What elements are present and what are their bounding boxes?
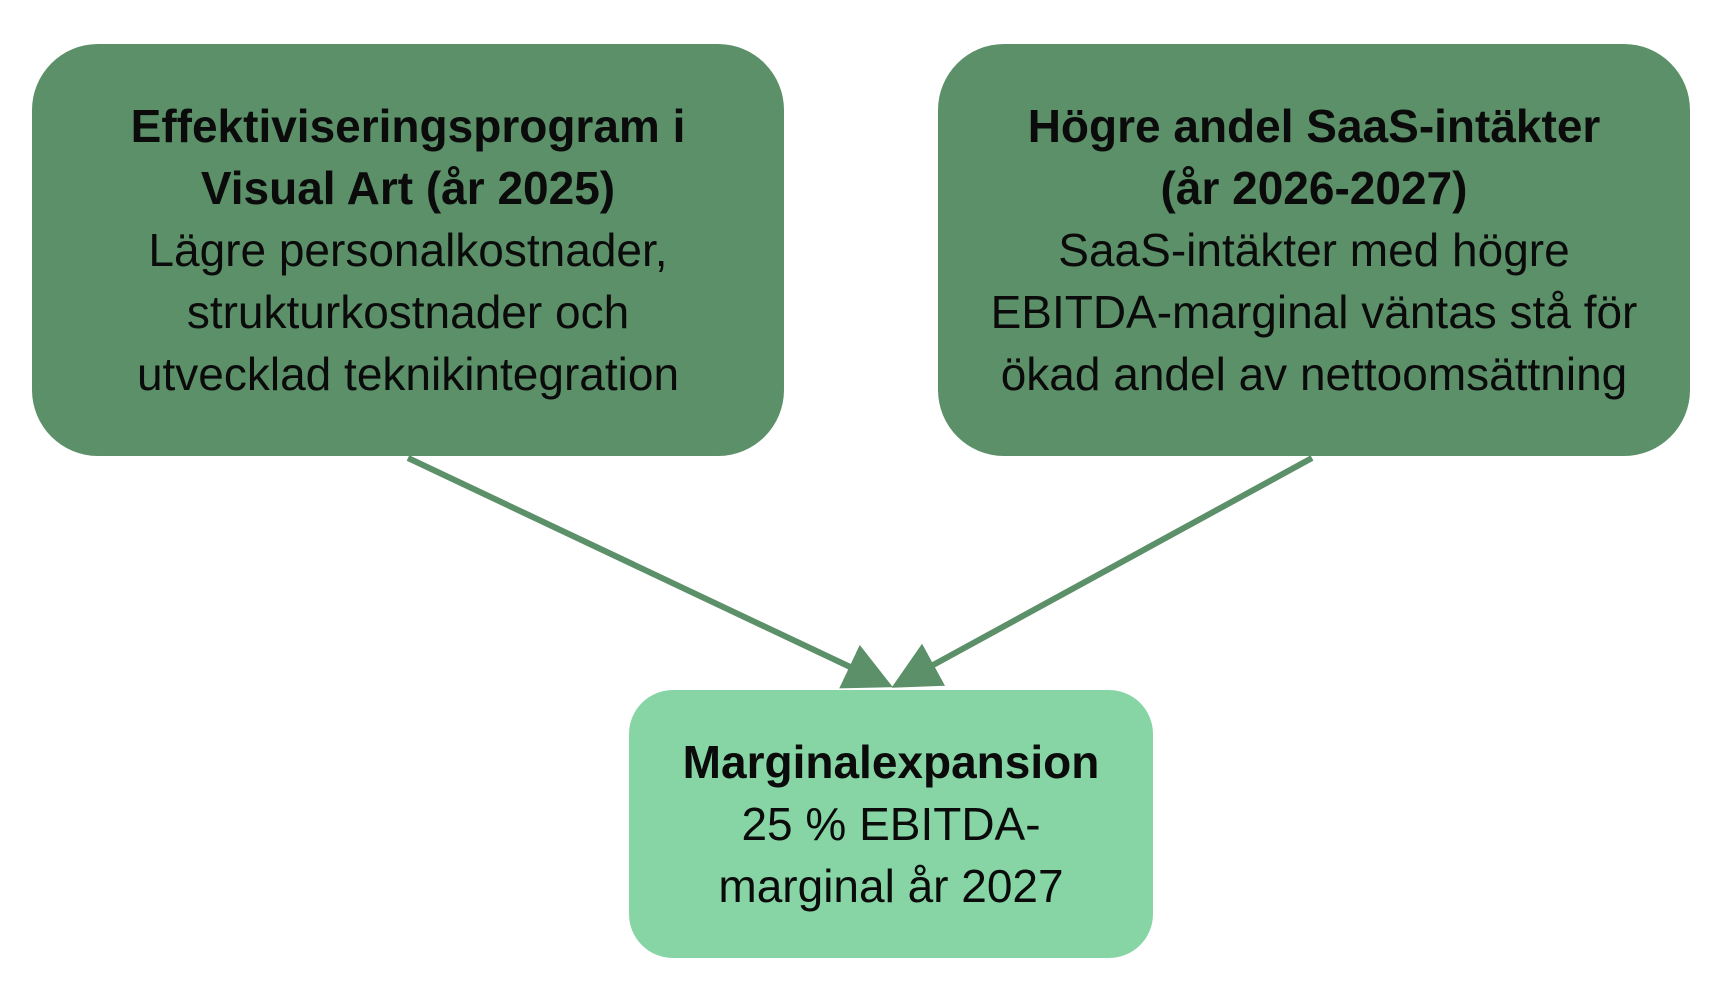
efficiency-program-body-line3: utvecklad teknikintegration <box>136 348 680 400</box>
saas-revenue-body-line2: EBITDA-marginal väntas stå för <box>990 286 1638 338</box>
efficiency-program-title-line2: Visual Art (år 2025) <box>200 162 616 214</box>
saas-revenue-title-line1: Högre andel SaaS-intäkter <box>1027 100 1601 152</box>
margin-expansion-body-line1: 25 % EBITDA- <box>741 798 1041 850</box>
efficiency-program-box: Effektiviseringsprogram i Visual Art (år… <box>32 44 784 456</box>
efficiency-program-body-line1: Lägre personalkostnader, <box>148 224 668 276</box>
margin-expansion-box: Marginalexpansion 25 % EBITDA- marginal … <box>629 690 1153 958</box>
arrow-right-to-result <box>891 455 1314 688</box>
margin-expansion-body-line2: marginal år 2027 <box>718 860 1064 912</box>
saas-revenue-title-line2: (år 2026-2027) <box>1160 162 1468 214</box>
saas-revenue-body-line3: ökad andel av nettoomsättning <box>1000 348 1628 400</box>
saas-revenue-body-line1: SaaS-intäkter med högre <box>1058 224 1570 276</box>
margin-expansion-title: Marginalexpansion <box>682 736 1100 788</box>
saas-revenue-box: Högre andel SaaS-intäkter (år 2026-2027)… <box>938 44 1690 456</box>
arrow-left-to-result <box>406 455 893 689</box>
efficiency-program-body-line2: strukturkostnader och <box>186 286 630 338</box>
efficiency-program-title-line1: Effektiviseringsprogram i <box>130 100 686 152</box>
